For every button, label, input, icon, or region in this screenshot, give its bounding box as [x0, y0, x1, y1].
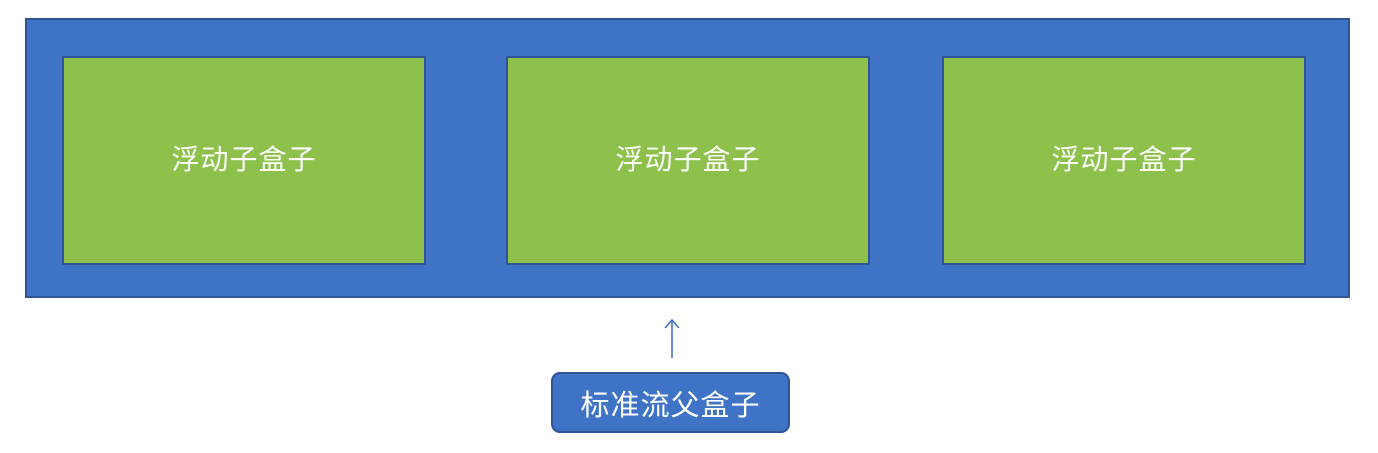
- standard-flow-parent-box: 浮动子盒子 浮动子盒子 浮动子盒子: [25, 18, 1350, 298]
- float-child-label: 浮动子盒子: [615, 142, 761, 176]
- parent-box-label: 标准流父盒子: [580, 387, 761, 422]
- float-child-box-2: 浮动子盒子: [506, 56, 870, 265]
- parent-box-callout: 标准流父盒子: [551, 372, 790, 433]
- float-child-label: 浮动子盒子: [171, 142, 317, 176]
- float-child-label: 浮动子盒子: [1051, 142, 1197, 176]
- float-child-box-1: 浮动子盒子: [62, 56, 426, 265]
- float-child-box-3: 浮动子盒子: [942, 56, 1306, 265]
- up-arrow-icon: [664, 318, 680, 358]
